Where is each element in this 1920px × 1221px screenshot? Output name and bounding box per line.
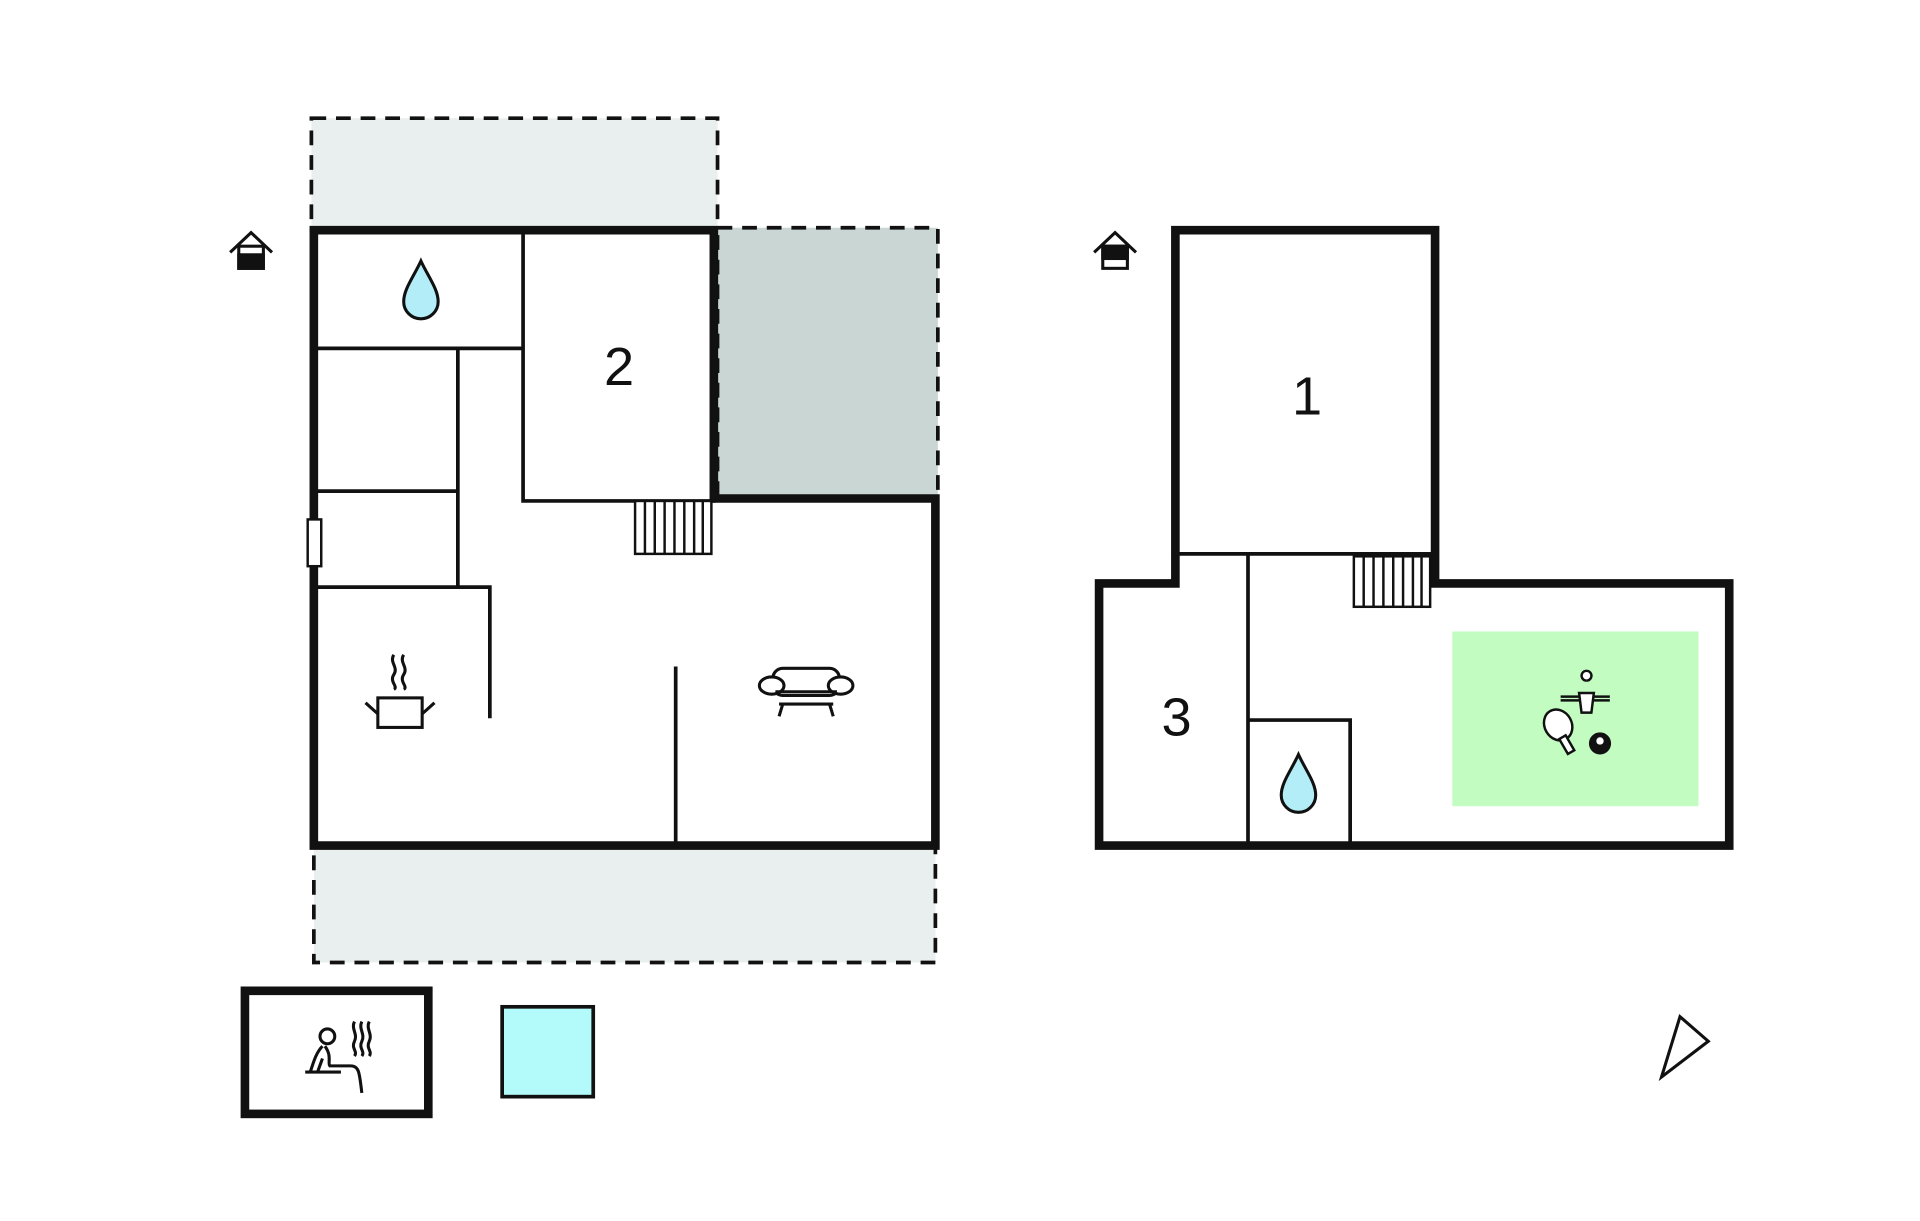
pool-icon bbox=[500, 1004, 596, 1099]
kitchen-icon bbox=[364, 653, 436, 729]
entrance-icon bbox=[1093, 230, 1138, 270]
games-area bbox=[1452, 631, 1699, 807]
terrace-top bbox=[309, 116, 720, 233]
upper-floor: 1 3 bbox=[1093, 225, 1734, 850]
inner-walls bbox=[1173, 552, 1437, 848]
north-arrow-icon bbox=[1658, 1013, 1711, 1082]
outer-walls bbox=[309, 225, 940, 850]
room-label-3: 3 bbox=[1162, 688, 1192, 748]
stairs-icon bbox=[633, 499, 713, 556]
bathroom-icon bbox=[1279, 750, 1318, 814]
entrance-icon bbox=[229, 230, 274, 270]
living-room-icon bbox=[757, 666, 855, 717]
bathroom-icon bbox=[402, 257, 440, 321]
covered-terrace bbox=[715, 225, 940, 501]
window bbox=[306, 518, 323, 568]
games-icon bbox=[1542, 669, 1612, 756]
outer-walls bbox=[1094, 225, 1734, 850]
ground-floor: 2 bbox=[229, 116, 940, 965]
room-label-2: 2 bbox=[604, 337, 634, 397]
room-label-1: 1 bbox=[1292, 366, 1322, 426]
inner-walls bbox=[312, 228, 716, 848]
stairs-icon bbox=[1352, 555, 1432, 609]
terrace-bottom bbox=[312, 843, 938, 965]
sauna-icon bbox=[240, 986, 433, 1119]
